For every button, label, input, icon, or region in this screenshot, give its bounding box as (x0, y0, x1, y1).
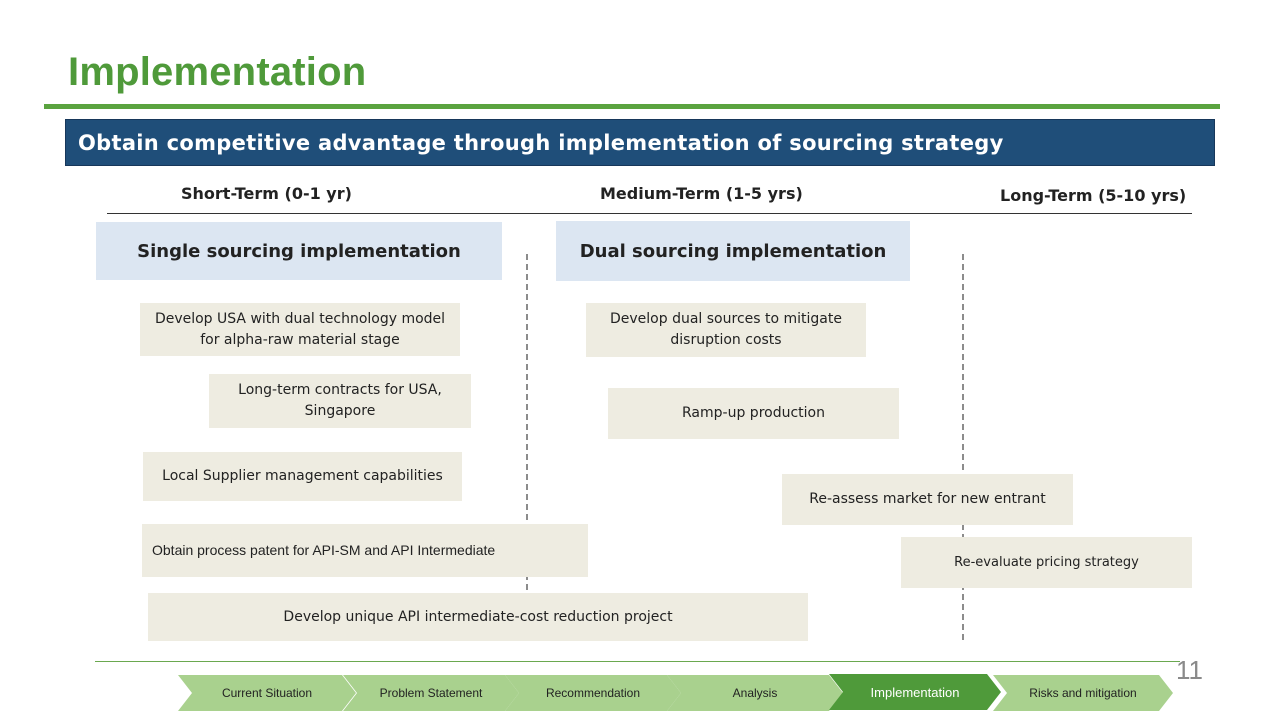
task-reevaluate-pricing: Re-evaluate pricing strategy (901, 537, 1192, 588)
page-title: Implementation (68, 50, 367, 94)
medium-long-divider (962, 254, 964, 640)
long-term-label: Long-Term (5-10 yrs) (1000, 186, 1187, 205)
nav-current-situation[interactable]: Current Situation (178, 675, 356, 711)
nav-recommendation[interactable]: Recommendation (505, 675, 681, 711)
task-develop-usa: Develop USA with dual technology model f… (140, 303, 460, 356)
nav-risks-mitigation[interactable]: Risks and mitigation (993, 675, 1173, 711)
task-reassess-market: Re-assess market for new entrant (782, 474, 1073, 525)
task-dual-sources: Develop dual sources to mitigate disrupt… (586, 303, 866, 357)
task-cost-reduction: Develop unique API intermediate-cost red… (148, 593, 808, 641)
footer-rule (95, 661, 1180, 662)
medium-term-label: Medium-Term (1-5 yrs) (600, 184, 803, 203)
nav-analysis[interactable]: Analysis (667, 675, 843, 711)
task-process-patent: Obtain process patent for API-SM and API… (142, 524, 588, 577)
task-local-supplier: Local Supplier management capabilities (143, 452, 462, 501)
short-term-label: Short-Term (0-1 yr) (181, 184, 352, 203)
nav-implementation[interactable]: Implementation (829, 674, 1001, 710)
page-number: 11 (1176, 655, 1203, 685)
objective-banner: Obtain competitive advantage through imp… (65, 119, 1215, 166)
phase-single-sourcing: Single sourcing implementation (96, 222, 502, 280)
task-ramp-up: Ramp-up production (608, 388, 899, 439)
task-long-term-contracts: Long-term contracts for USA, Singapore (209, 374, 471, 428)
short-medium-divider (526, 254, 528, 640)
timeline-axis (107, 213, 1192, 214)
title-underline (44, 104, 1220, 109)
phase-dual-sourcing: Dual sourcing implementation (556, 221, 910, 281)
nav-problem-statement[interactable]: Problem Statement (343, 675, 519, 711)
